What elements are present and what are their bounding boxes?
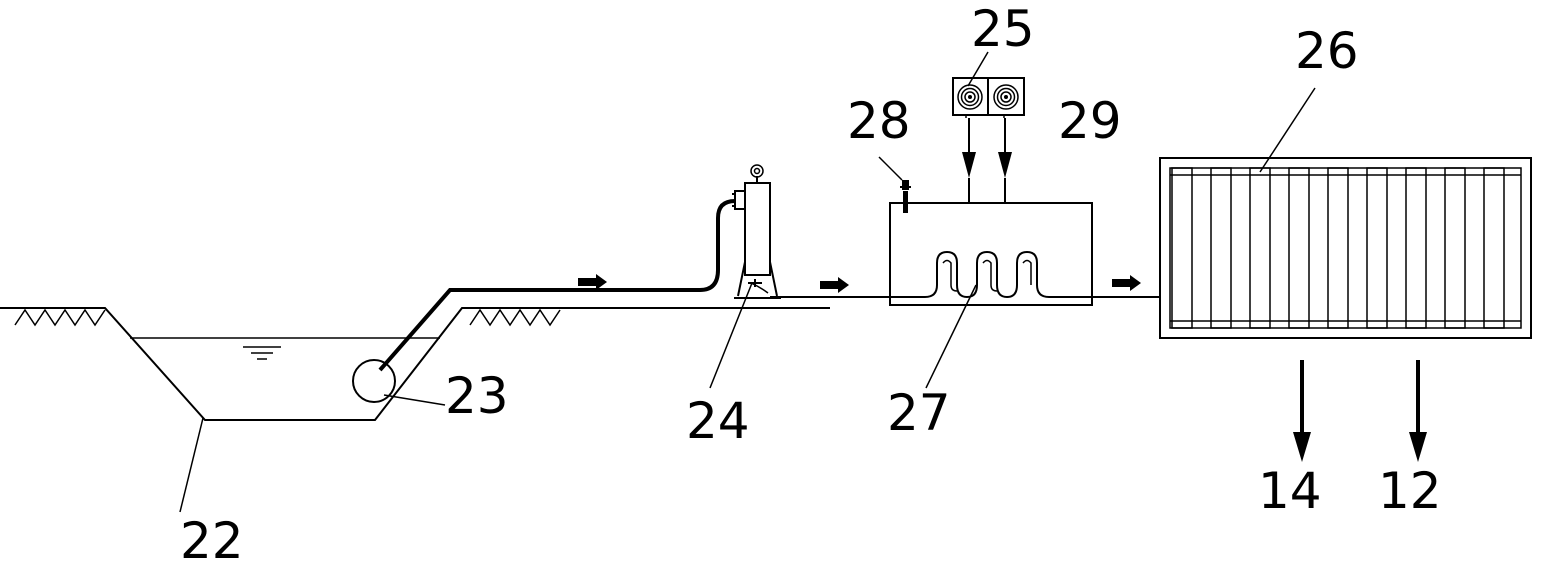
suction-pipe — [378, 199, 736, 372]
label-tank: 29 — [1058, 92, 1122, 150]
pond — [0, 307, 830, 421]
water-level-symbol — [243, 346, 281, 360]
heat-pump-unit-left — [952, 77, 989, 118]
collector — [1159, 157, 1532, 339]
label-pump: 23 — [445, 367, 509, 425]
pump — [352, 359, 396, 403]
label-output-a: 14 — [1258, 462, 1322, 520]
flow-arrow-1 — [578, 274, 607, 290]
ground-hatch-right — [469, 308, 561, 327]
filter — [732, 164, 781, 299]
ground-hatch-left — [14, 308, 106, 327]
heat-pump-unit-right — [987, 77, 1025, 118]
label-collector: 26 — [1295, 22, 1359, 80]
label-thermometer: 28 — [847, 92, 911, 150]
flow-arrow-3 — [1112, 275, 1141, 291]
label-filter: 24 — [686, 392, 750, 450]
label-output-b: 12 — [1378, 462, 1442, 520]
heat-exchange-coil — [890, 250, 1092, 299]
thermometer — [878, 156, 911, 213]
flow-arrow-2 — [820, 277, 849, 293]
label-pond: 22 — [180, 512, 244, 568]
label-heat-pump: 25 — [971, 0, 1035, 58]
tank — [889, 202, 1093, 306]
label-coil: 27 — [887, 384, 951, 442]
